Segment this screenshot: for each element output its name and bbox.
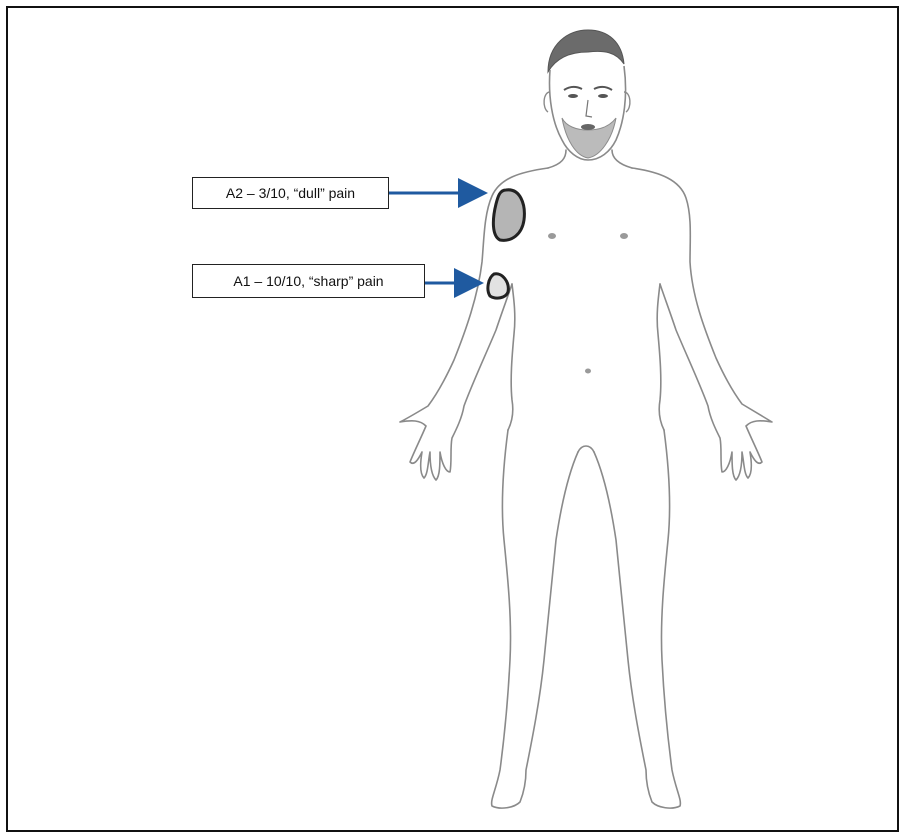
nipple-right xyxy=(620,233,628,239)
body-marks xyxy=(548,233,628,374)
head xyxy=(544,30,630,160)
annotation-label-a2: A2 – 3/10, “dull” pain xyxy=(192,177,389,209)
eyebrow-right xyxy=(594,87,612,90)
left-torso-side xyxy=(508,284,515,430)
neck-right xyxy=(612,150,632,168)
eyebrow-left xyxy=(564,87,582,90)
ear-left xyxy=(544,92,550,112)
pain-region-a1 xyxy=(488,274,508,298)
hair xyxy=(548,30,624,72)
left-leg-outline xyxy=(492,430,578,808)
nipple-left xyxy=(548,233,556,239)
right-torso-side xyxy=(657,284,664,430)
right-leg-outline xyxy=(594,430,680,808)
mouth xyxy=(581,124,595,130)
pain-region-a2 xyxy=(493,190,524,240)
eye-left xyxy=(568,94,578,98)
nose xyxy=(586,100,592,117)
neck-left xyxy=(548,150,566,168)
navel xyxy=(585,369,591,374)
crotch xyxy=(578,446,594,452)
annotation-label-a1: A1 – 10/10, “sharp” pain xyxy=(192,264,425,298)
body-outline xyxy=(400,150,772,808)
right-arm-outline xyxy=(632,168,772,480)
eye-right xyxy=(598,94,608,98)
